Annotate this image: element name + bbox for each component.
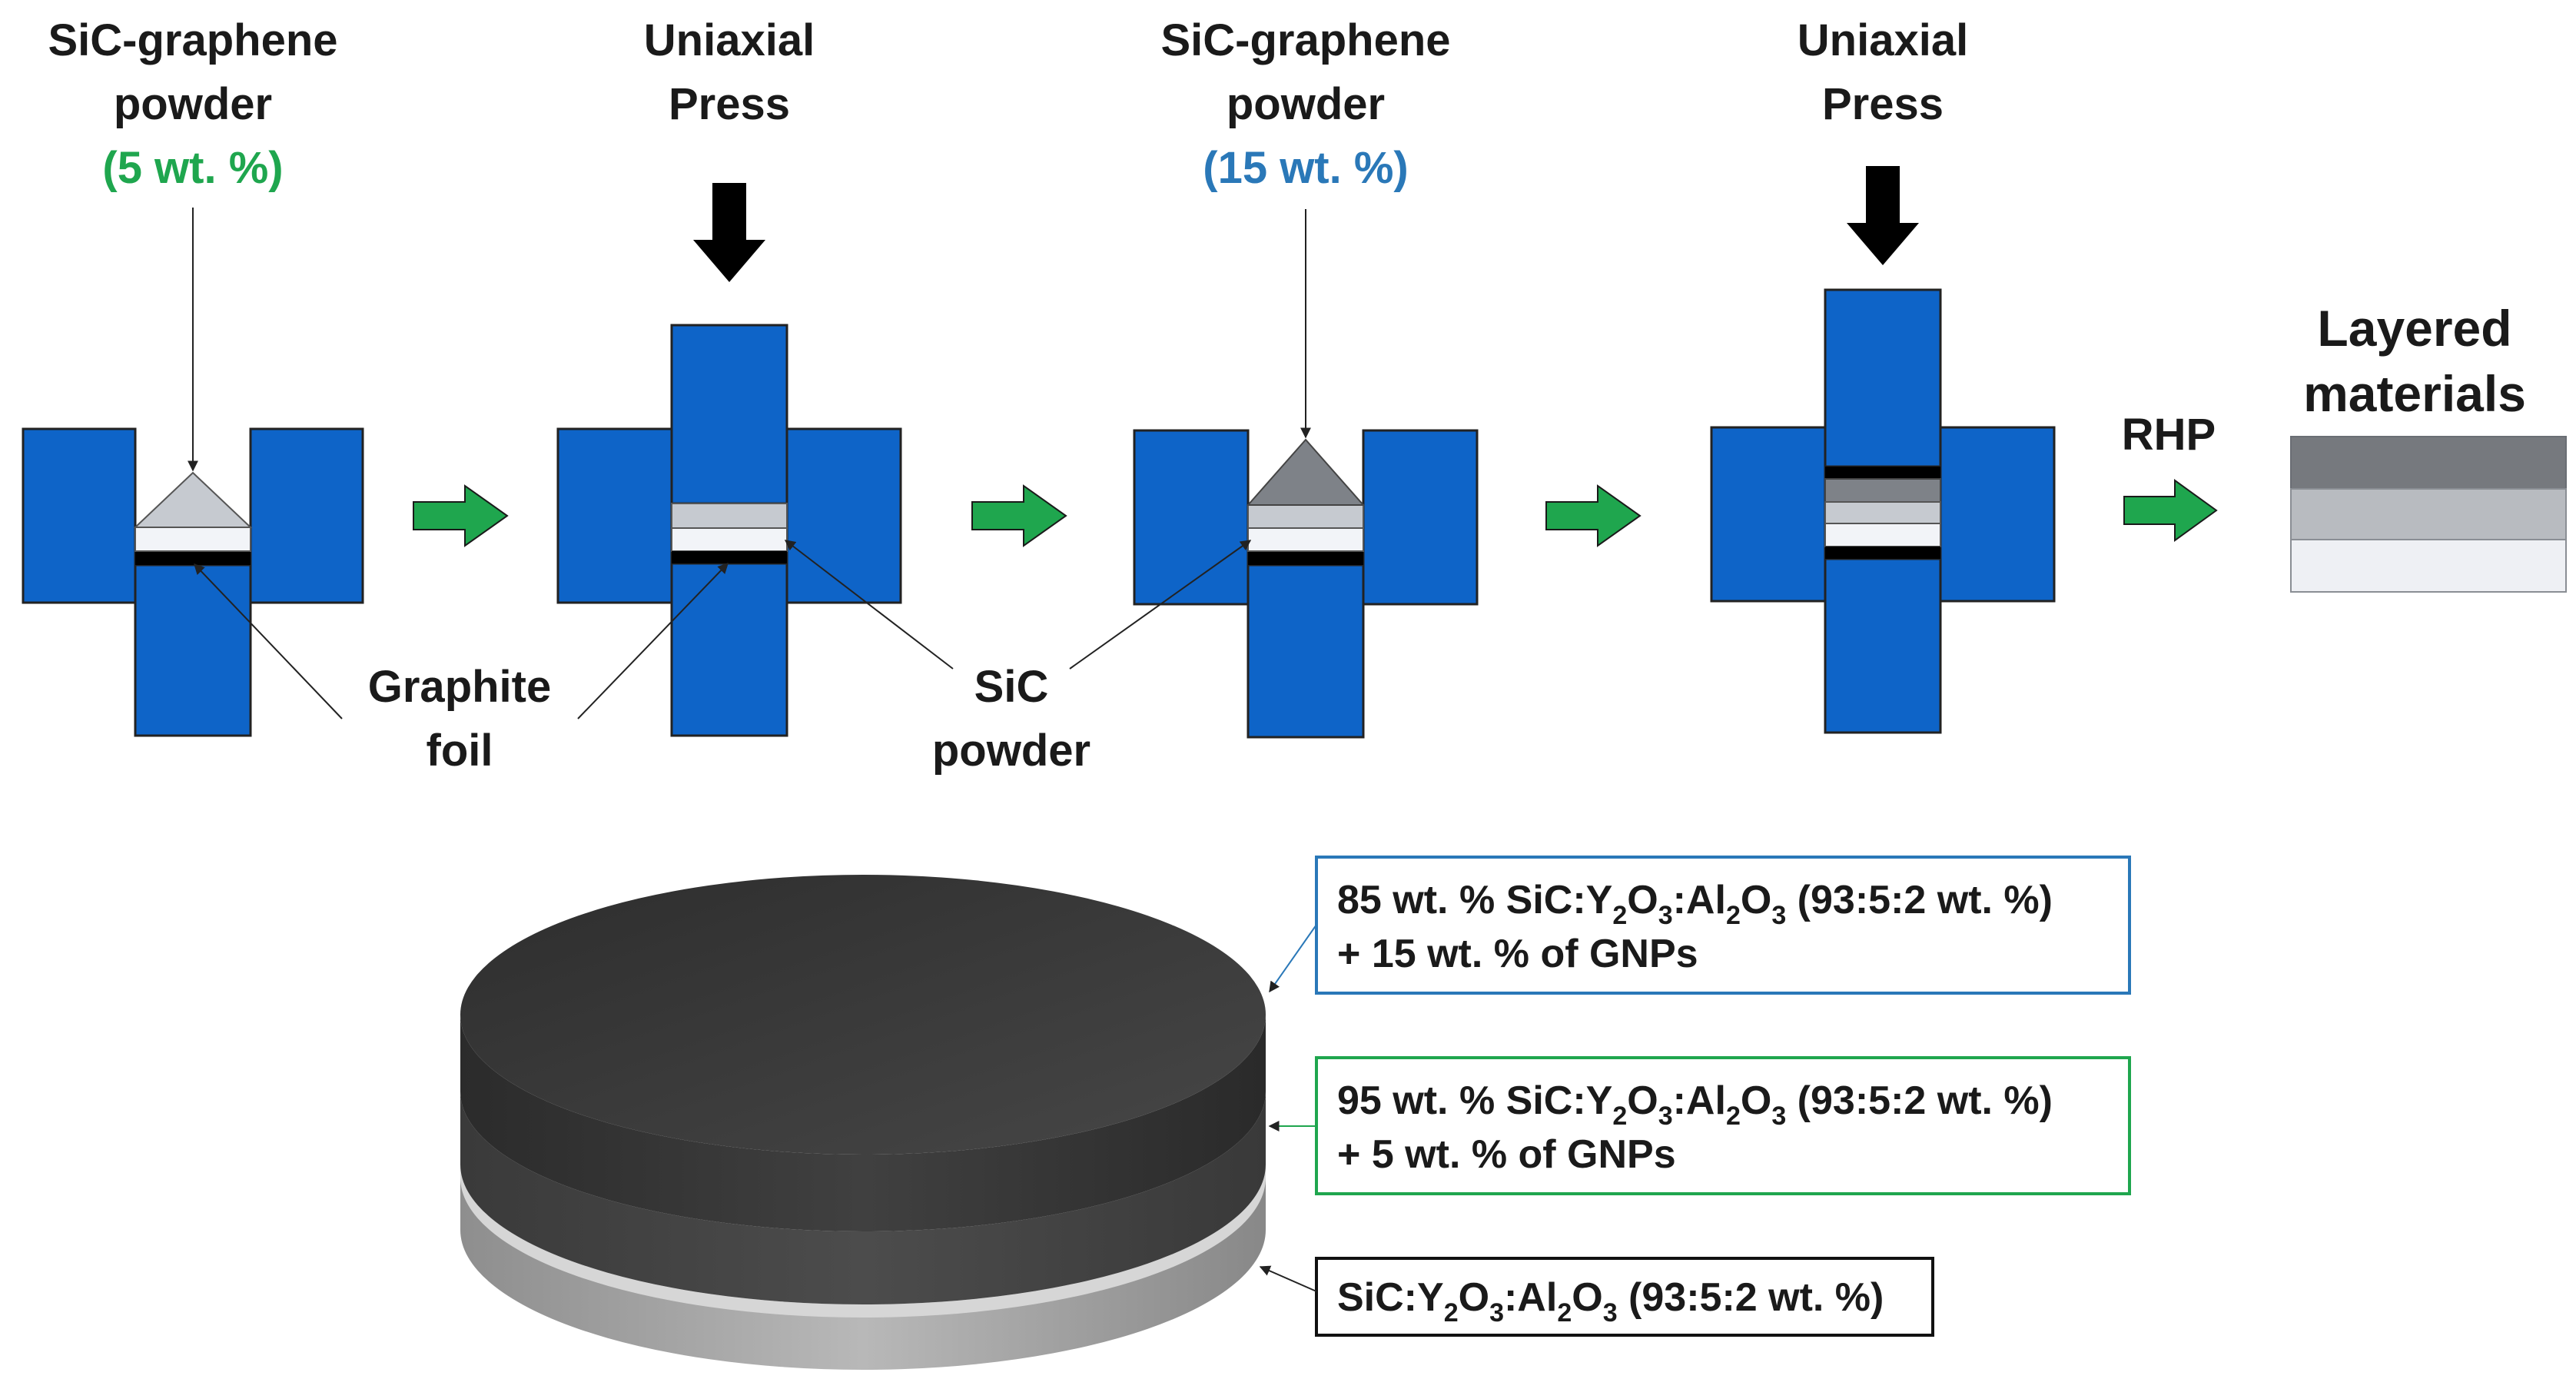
- disc-side-middle: [460, 1092, 1266, 1304]
- step2-press-line2: Press: [669, 79, 790, 129]
- die-right-block: [1362, 429, 1479, 606]
- sic-powder-layer: [1247, 527, 1364, 552]
- graphite-foil-line1: Graphite: [368, 662, 552, 712]
- step1-powder-line2: powder: [114, 79, 272, 129]
- layer-box-bottom: SiC:Y2O3:Al2O3 (93:5:2 wt. %): [1315, 1257, 1934, 1337]
- layer-top-pointer: [1269, 924, 1317, 993]
- powder-layer: [1247, 504, 1364, 529]
- layer-bottom-composition: SiC:Y2O3:Al2O3 (93:5:2 wt. %): [1337, 1275, 1884, 1328]
- layer-top-gnp: + 15 wt. % of GNPs: [1337, 932, 1698, 976]
- graphite-foil-bottom: [1825, 547, 1940, 559]
- layer-middle-composition: 95 wt. % SiC:Y2O3:Al2O3 (93:5:2 wt. %): [1337, 1078, 2053, 1131]
- step1-die: [22, 427, 364, 737]
- die-left-block: [22, 427, 137, 604]
- press-arrow-2: [1847, 166, 1919, 265]
- sic-powder-layer: [1824, 523, 1941, 547]
- step4-press-line2: Press: [1822, 79, 1944, 129]
- layer-middle-gnp: + 5 wt. % of GNPs: [1337, 1132, 1676, 1177]
- layer-bottom-pointer: [1259, 1265, 1317, 1292]
- die-bottom-punch: [134, 563, 252, 737]
- graphite-foil-top: [1825, 467, 1940, 479]
- layer-5-gnp: [2290, 488, 2567, 540]
- step3-powder-line2: powder: [1227, 79, 1385, 129]
- disc-side-bottom: [460, 1174, 1266, 1370]
- layer-top-composition: 85 wt. % SiC:Y2O3:Al2O3 (93:5:2 wt. %): [1337, 878, 2053, 930]
- step4-press-line1: Uniaxial: [1798, 15, 1968, 65]
- die-left-block: [556, 427, 673, 604]
- layer-box-bottom-frame: [1315, 1257, 1934, 1337]
- sic-powder-layer: [671, 527, 788, 552]
- powder-pile: [1246, 438, 1366, 506]
- graphite-foil-layer: [1248, 551, 1363, 565]
- die-bottom-punch: [1247, 563, 1365, 739]
- die-top-punch: [670, 324, 788, 505]
- layered-materials-line1: Layered: [2317, 300, 2511, 357]
- sic-pointer-1: [784, 540, 954, 670]
- die-left-block: [1133, 429, 1250, 606]
- disc-side-top: [460, 1015, 1266, 1231]
- die-top-punch: [1824, 288, 1942, 468]
- step3-die: [1133, 429, 1479, 739]
- step1-powder-line1: SiC-graphene: [48, 15, 337, 65]
- process-arrow-rhp: [2123, 479, 2218, 542]
- layer-box-top: 85 wt. % SiC:Y2O3:Al2O3 (93:5:2 wt. %) +…: [1315, 856, 2131, 995]
- powder-layer: [671, 503, 788, 529]
- step2-die: [556, 324, 902, 737]
- layer-box-middle-frame: [1315, 1056, 2131, 1195]
- process-arrow-2: [971, 484, 1067, 547]
- layer-sic: [2290, 539, 2567, 593]
- die-bottom-punch: [670, 562, 788, 737]
- step1-powder-pct: (5 wt. %): [102, 143, 283, 193]
- graphite-pointer-1: [194, 563, 343, 719]
- sic-powder-layer: [134, 527, 251, 552]
- die-bottom-punch: [1824, 557, 1942, 734]
- graphite-foil-line2: foil: [427, 726, 493, 776]
- die-right-block: [785, 427, 902, 604]
- sic-pointer-2: [1069, 540, 1252, 670]
- powder-layer-15: [1824, 478, 1941, 503]
- layered-material-sample: [2290, 436, 2567, 593]
- die-left-block: [1710, 426, 1827, 603]
- graphite-foil-layer: [672, 551, 787, 563]
- process-arrow-1: [413, 484, 509, 547]
- powder-pile: [133, 471, 253, 528]
- press-arrow-1: [693, 183, 765, 282]
- process-arrow-3: [1545, 484, 1642, 547]
- step3-powder-pct: (15 wt. %): [1203, 143, 1409, 193]
- disc-top-face: [460, 875, 1266, 1155]
- die-right-block: [249, 427, 364, 604]
- layered-disc: [460, 875, 1266, 1370]
- step3-powder-line1: SiC-graphene: [1160, 15, 1450, 65]
- rhp-label: RHP: [2122, 410, 2216, 460]
- layered-materials-line2: materials: [2303, 365, 2526, 422]
- layer-box-middle: 95 wt. % SiC:Y2O3:Al2O3 (93:5:2 wt. %) +…: [1315, 1056, 2131, 1195]
- graphite-pointer-2: [577, 562, 729, 719]
- powder-layer-5: [1824, 501, 1941, 524]
- die-right-block: [1939, 426, 2056, 603]
- layer-15-gnp: [2290, 436, 2567, 490]
- graphite-foil-layer: [135, 551, 251, 565]
- sic-powder-line2: powder: [932, 726, 1090, 776]
- step4-die: [1710, 288, 2056, 734]
- step2-press-line1: Uniaxial: [644, 15, 815, 65]
- sic-powder-line1: SiC: [974, 662, 1049, 712]
